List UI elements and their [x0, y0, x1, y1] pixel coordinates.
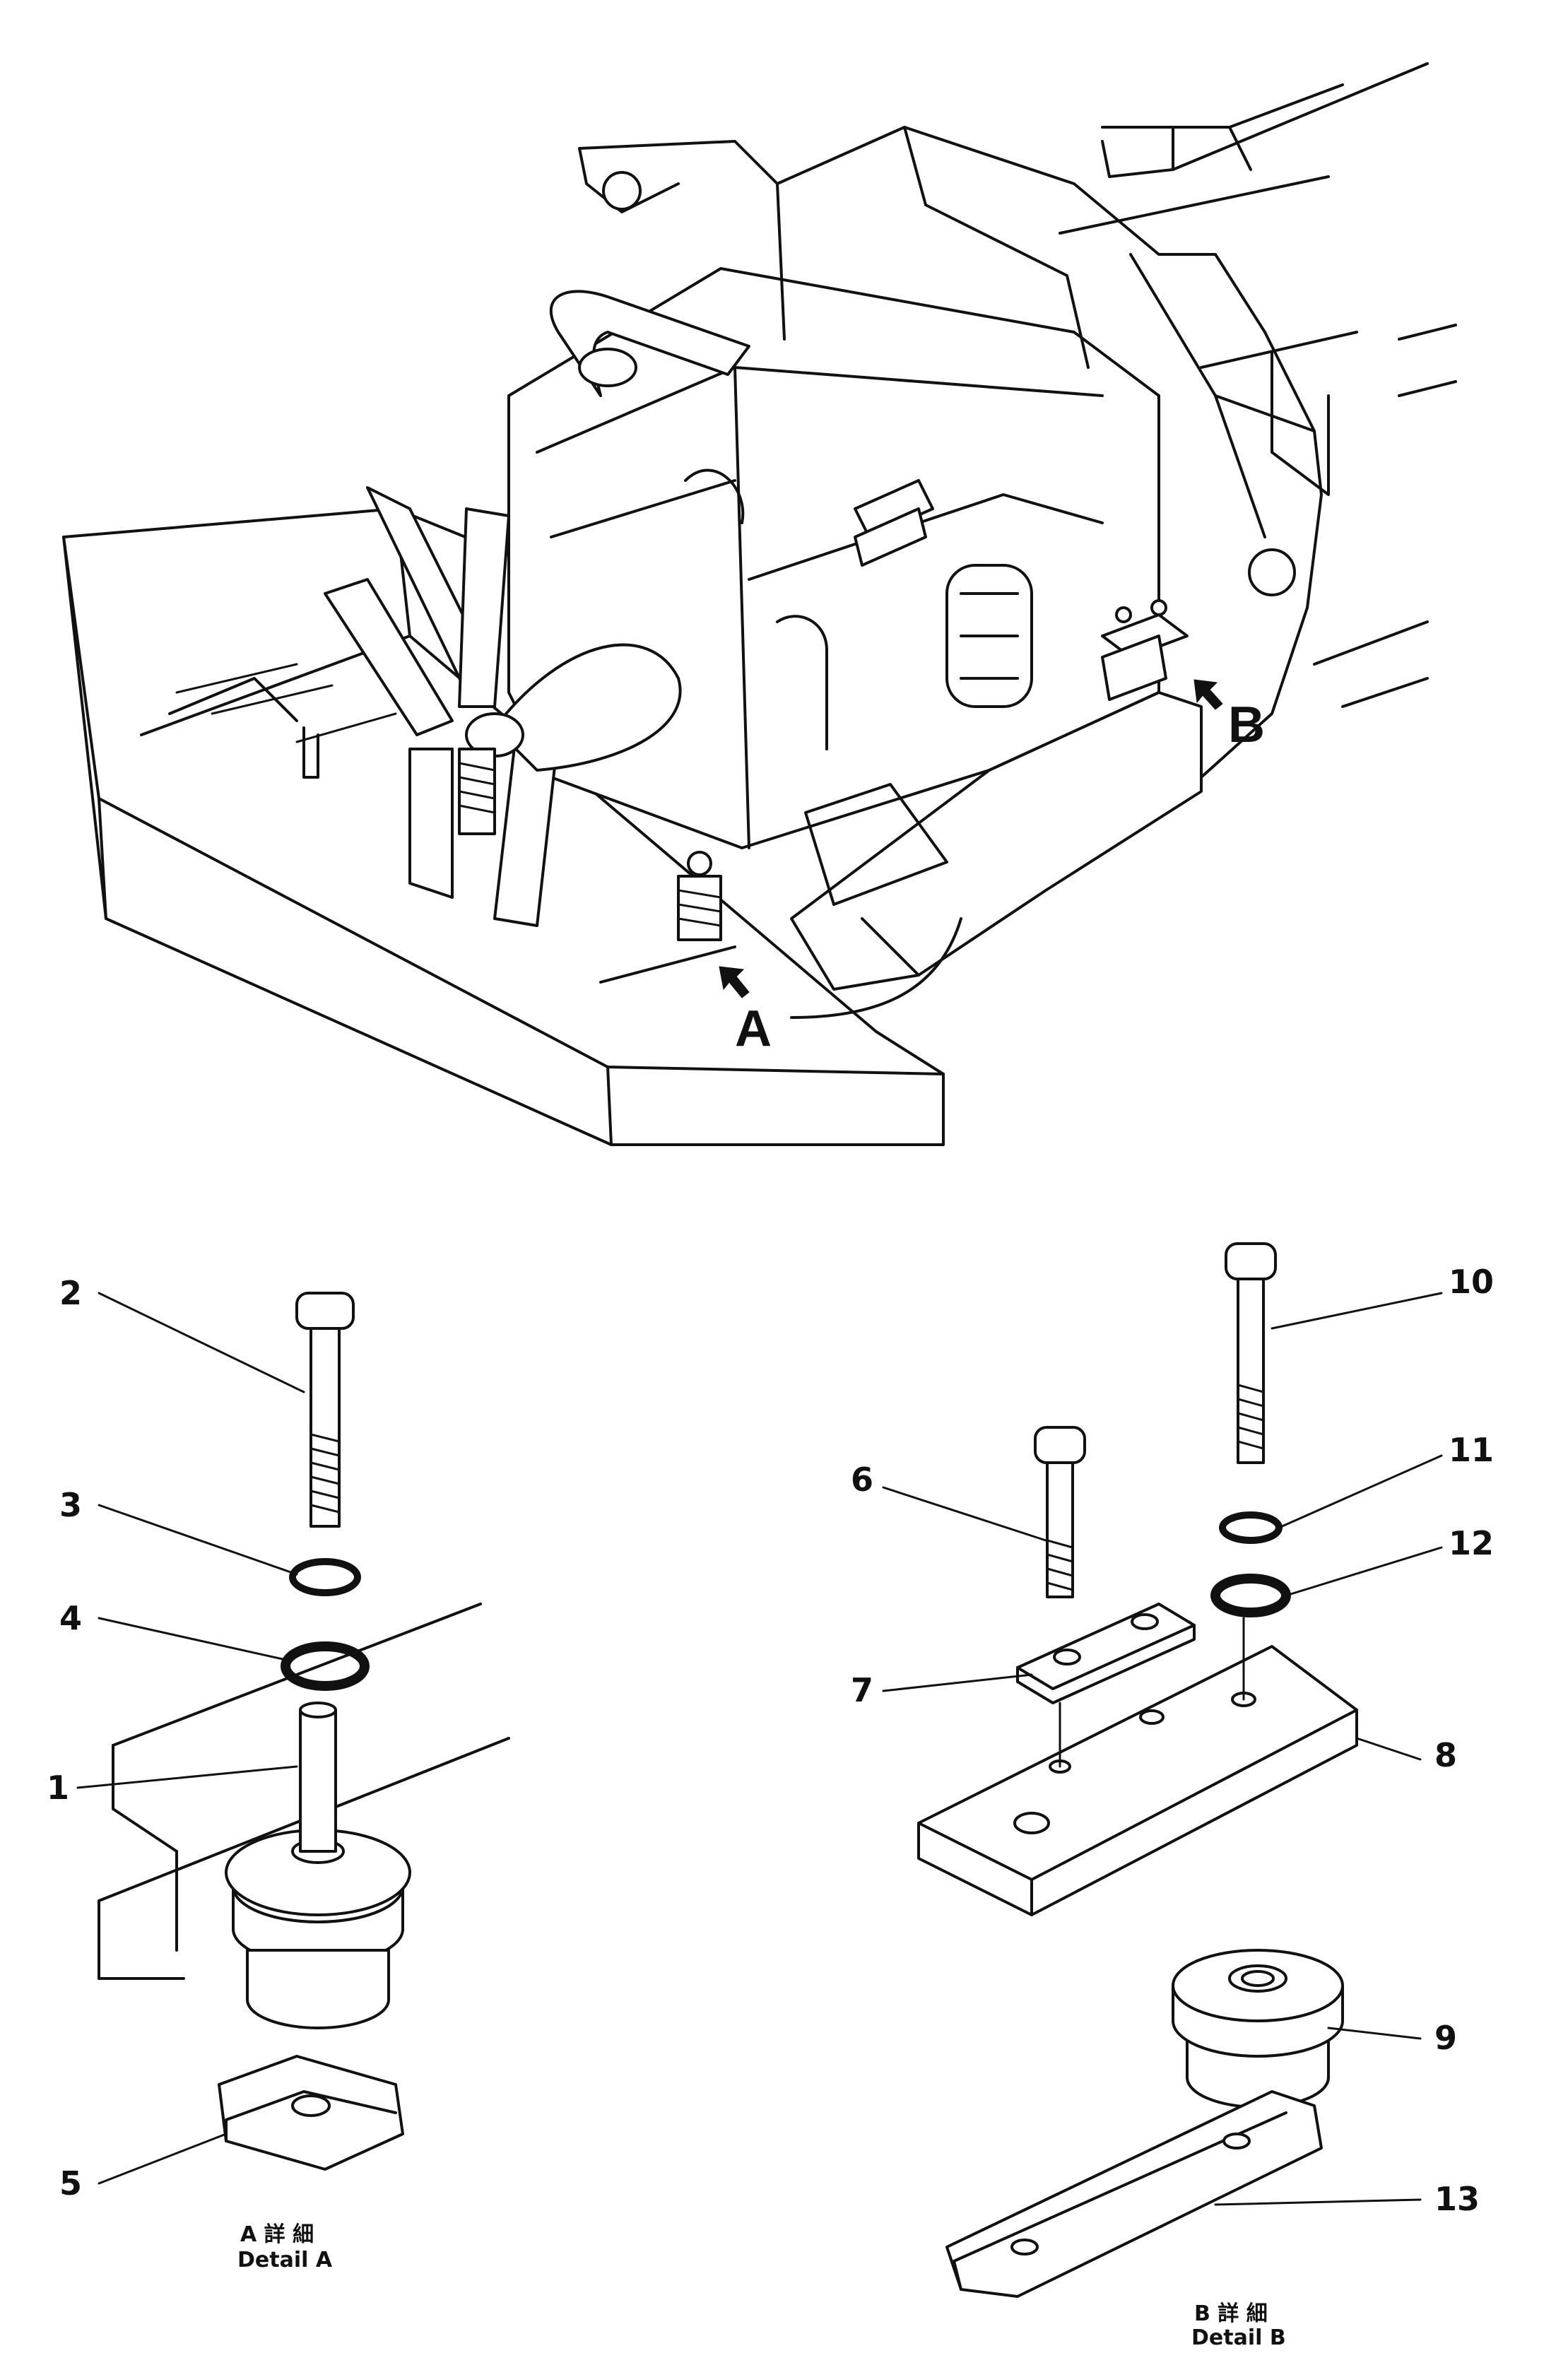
part-11-spring-washer [1219, 1511, 1283, 1544]
leader-2 [98, 1292, 305, 1393]
callout-4: 4 [59, 1599, 82, 1637]
detail-b-caption-jp: B 詳 細 [1194, 2301, 1268, 2326]
part-8-bracket-plate [917, 1617, 1358, 1916]
part-12-washer [1210, 1574, 1291, 1617]
intake-pipe [549, 290, 750, 397]
part-9-rubber-mount [1172, 1949, 1344, 2109]
leader-12 [1285, 1546, 1443, 1597]
part-6-bolt [1034, 1426, 1086, 1598]
callout-2: 2 [59, 1274, 82, 1312]
leader-11 [1278, 1454, 1443, 1529]
rear-frame [578, 62, 1457, 779]
leader-1 [76, 1765, 298, 1789]
callout-9: 9 [1434, 2019, 1457, 2057]
detail-b-caption-en: Detail B [1191, 2325, 1286, 2350]
engine-overview: A B [62, 62, 1457, 1146]
callout-11: 11 [1449, 1431, 1494, 1469]
leader-4 [98, 1617, 284, 1661]
leader-13 [1214, 2198, 1422, 2206]
callout-3: 3 [59, 1486, 82, 1524]
leader-7 [882, 1673, 1033, 1692]
leader-8 [1355, 1737, 1422, 1761]
marker-b: B [1193, 679, 1265, 753]
marker-a: A [719, 966, 772, 1057]
leader-10 [1271, 1292, 1443, 1330]
detail-b: 10 11 12 6 7 8 9 13 B 詳 細 Detail B [851, 1242, 1494, 2350]
marker-a-label: A [735, 1001, 772, 1057]
leader-6 [882, 1486, 1047, 1542]
callout-12: 12 [1449, 1524, 1494, 1562]
marker-b-label: B [1228, 697, 1265, 753]
detail-a-caption-en: Detail A [237, 2248, 333, 2272]
mount-a [458, 748, 736, 984]
part-1-rubber-mount [225, 1702, 411, 2029]
callout-1: 1 [47, 1769, 69, 1807]
callout-5: 5 [59, 2164, 82, 2202]
detail-a: 2 3 4 1 5 A 詳 細 Detail A [47, 1274, 510, 2272]
part-3-spring-washer [289, 1558, 361, 1596]
part-13-plate [945, 2090, 1323, 2298]
mount-b [854, 479, 1189, 701]
part-10-bolt [1225, 1242, 1277, 1464]
part-5-plate [218, 2055, 404, 2171]
part-2-bolt [295, 1292, 355, 1528]
detail-a-caption-jp: A 詳 細 [240, 2222, 314, 2247]
part-7-plate [1016, 1603, 1196, 1704]
leader-3 [98, 1504, 298, 1576]
callout-13: 13 [1434, 2180, 1480, 2218]
callout-7: 7 [851, 1671, 873, 1709]
cooling-fan [324, 486, 682, 927]
callout-8: 8 [1434, 1736, 1457, 1774]
leader-9 [1327, 2027, 1422, 2040]
callout-10: 10 [1449, 1263, 1494, 1301]
leader-5 [98, 2133, 228, 2185]
callout-6: 6 [851, 1461, 873, 1499]
